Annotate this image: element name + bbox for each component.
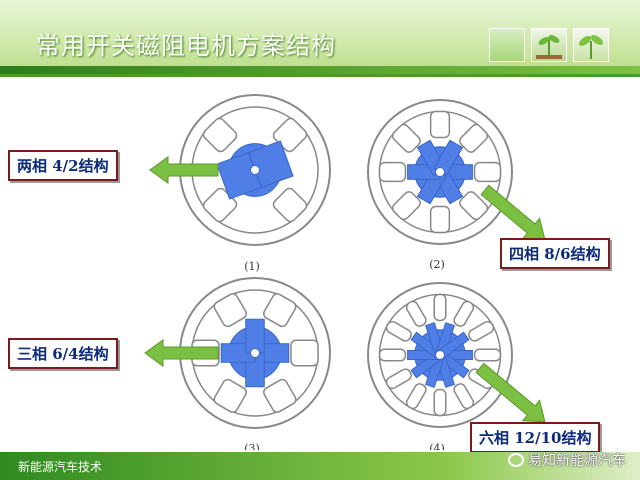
rotor-shaft — [435, 350, 445, 360]
stator-tooth — [459, 123, 489, 153]
stator-tooth — [468, 320, 495, 342]
motor-caption-4: (4) — [429, 442, 445, 450]
stator-tooth — [290, 339, 319, 367]
stator-tooth — [405, 383, 427, 410]
stator-tooth — [213, 293, 247, 328]
stator-tooth — [202, 117, 238, 153]
stator-tooth — [473, 348, 502, 362]
motor-caption-3: (3) — [244, 442, 260, 450]
srm-diagram: (1) (2) (3) (4) — [144, 94, 546, 450]
arrow-two-phase — [149, 155, 219, 185]
stator-tooth — [378, 161, 407, 183]
stator-tooth — [473, 161, 502, 183]
stator-tooth — [385, 320, 412, 342]
stator-tooth — [385, 368, 412, 390]
decorative-thumbnail-1 — [489, 28, 525, 62]
stator-tooth — [433, 293, 447, 322]
arrow-three-phase — [144, 338, 219, 368]
stator-tooth — [429, 110, 451, 139]
motor-label-two-phase: 两相 4/2结构 — [8, 150, 118, 181]
stator-tooth — [405, 300, 427, 327]
rotor-tooth — [245, 318, 265, 354]
stator-tooth — [213, 378, 247, 413]
stator-tooth — [378, 348, 407, 362]
motor-caption-1: (1) — [244, 260, 260, 273]
stator-tooth — [263, 378, 297, 413]
slide-footer: 新能源汽车技术 — [0, 452, 640, 480]
rotor-shaft — [435, 167, 445, 177]
rotor-shaft — [250, 348, 260, 358]
slide-title: 常用开关磁阻电机方案结构 — [36, 32, 336, 60]
stator-tooth — [391, 123, 421, 153]
watermark: 易知新能源汽车 — [508, 450, 626, 470]
stator-tooth — [429, 205, 451, 234]
stator-tooth — [391, 191, 421, 221]
motor-4 — [367, 282, 513, 428]
watermark-text: 易知新能源汽车 — [528, 453, 626, 469]
motor-caption-2: (2) — [429, 258, 445, 271]
wechat-icon — [508, 453, 524, 467]
motor-label-four-phase: 四相 8/6结构 — [500, 238, 610, 269]
rotor-shaft — [250, 165, 260, 175]
motor-1 — [179, 94, 331, 246]
stator-tooth — [433, 388, 447, 417]
motor-label-six-phase: 六相 12/10结构 — [470, 422, 601, 453]
stator-tooth — [453, 300, 475, 327]
stator-tooth — [272, 187, 308, 223]
motor-label-three-phase: 三相 6/4结构 — [8, 338, 118, 369]
decorative-thumbnail-3 — [573, 28, 609, 62]
stator-tooth — [263, 293, 297, 328]
motor-3 — [179, 277, 331, 429]
header-stripe — [0, 66, 640, 74]
stator-tooth — [459, 191, 489, 221]
stator-tooth — [453, 383, 475, 410]
motor-2 — [367, 99, 513, 245]
slide-header: 常用开关磁阻电机方案结构 — [0, 0, 640, 77]
arrow-six-phase — [475, 362, 546, 423]
decorative-thumbnail-2 — [531, 28, 567, 62]
footer-text: 新能源汽车技术 — [18, 460, 103, 474]
